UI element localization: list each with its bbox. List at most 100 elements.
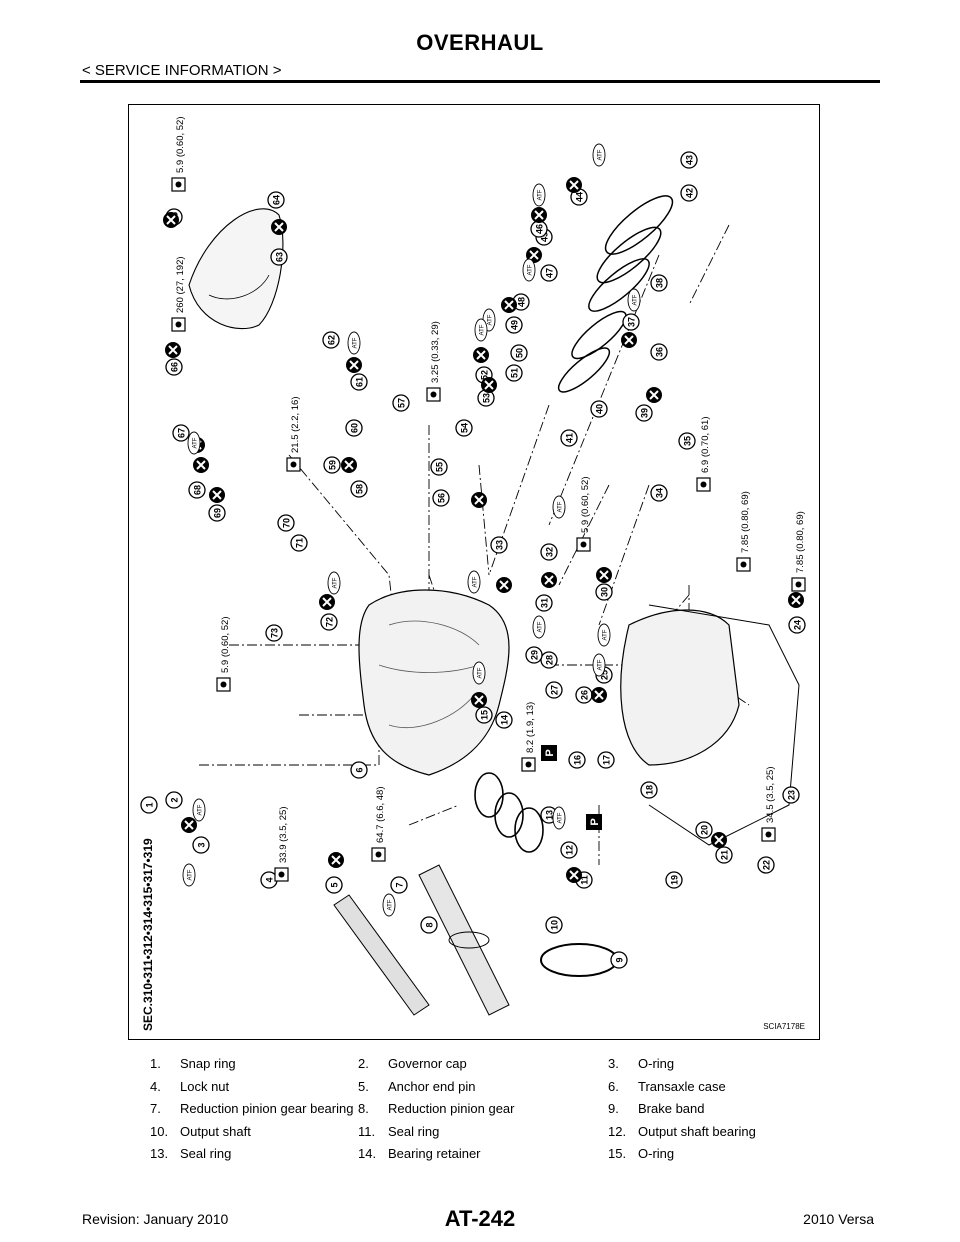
- callout-circle: [505, 364, 523, 382]
- callout-number: 68: [193, 485, 203, 495]
- callout-number: 30: [600, 587, 610, 597]
- replace-marker-cross: [569, 870, 579, 880]
- atf-symbol-label: ATF: [193, 437, 199, 448]
- callout-number: 38: [655, 278, 665, 288]
- replace-marker-cross: [504, 300, 514, 310]
- replace-marker-cross: [344, 460, 354, 470]
- legend-item: 6.Transaxle case: [608, 1078, 726, 1094]
- legend-row: 13.Seal ring 14.Bearing retainer 15.O-ri…: [150, 1146, 870, 1169]
- pinion-gear-shape: [333, 894, 430, 1016]
- callout-circle: [610, 951, 628, 969]
- atf-symbol: [627, 288, 641, 312]
- legend-item: 9.Brake band: [608, 1101, 705, 1116]
- callout-number: 37: [627, 317, 637, 327]
- callout-circle: [595, 583, 613, 601]
- legend-item: 8.Reduction pinion gear: [358, 1101, 515, 1116]
- atf-symbol-label: ATF: [538, 189, 544, 200]
- replace-marker-cross: [624, 335, 634, 345]
- callout-number: 51: [510, 368, 520, 378]
- callout-number: 63: [275, 252, 285, 262]
- seal-ring-shape: [474, 772, 504, 818]
- legend-row: 1.Snap ring 2.Governor cap 3.O-ring: [150, 1056, 870, 1079]
- callout-number: 5: [330, 882, 340, 887]
- callout-number: 46: [535, 224, 545, 234]
- callout-circle: [678, 432, 696, 450]
- callout-circle: [568, 751, 586, 769]
- torque-symbol-dot: [175, 321, 182, 328]
- callout-number: 45: [540, 232, 550, 242]
- callout-circle: [540, 543, 558, 561]
- callout-number: 10: [550, 920, 560, 930]
- torque-symbol-dot: [220, 681, 227, 688]
- callout-circle: [540, 264, 558, 282]
- callout-number: 61: [355, 377, 365, 387]
- callout-number: 42: [685, 188, 695, 198]
- legend-row: 10.Output shaft 11.Seal ring 12.Output s…: [150, 1124, 870, 1147]
- atf-symbol: [467, 570, 481, 594]
- callout-number: 15: [480, 710, 490, 720]
- leader-line: [688, 224, 730, 306]
- callout-circle: [622, 313, 640, 331]
- replace-marker-cross: [594, 690, 604, 700]
- callout-circle: [757, 856, 775, 874]
- output-shaft-shape: [418, 864, 510, 1016]
- torque-value: 8.2 (1.9, 13): [525, 702, 536, 753]
- torque-value: 260 (27, 192): [175, 256, 186, 313]
- atf-symbol-label: ATF: [473, 576, 479, 587]
- replace-marker-cross: [529, 250, 539, 260]
- callout-number: 22: [762, 860, 772, 870]
- torque-value: 5.9 (0.60, 52): [175, 116, 186, 173]
- callout-number: 17: [602, 755, 612, 765]
- torque-value: 33.9 (3.5, 25): [278, 806, 289, 863]
- callout-circle: [172, 424, 190, 442]
- callout-number: 33: [495, 540, 505, 550]
- callout-number: 26: [580, 690, 590, 700]
- callout-number: 41: [565, 433, 575, 443]
- callout-number: 35: [683, 436, 693, 446]
- atf-symbol: [474, 318, 488, 342]
- leader-line: [548, 254, 660, 526]
- torque-value: 21.5 (2.2, 16): [290, 396, 301, 453]
- callout-number: 40: [595, 404, 605, 414]
- callout-number: 67: [177, 428, 187, 438]
- torque-value: 7.85 (0.80, 69): [740, 491, 751, 553]
- leader-line: [408, 804, 460, 826]
- callout-number: 25: [600, 670, 610, 680]
- callout-number: 53: [482, 393, 492, 403]
- callout-number: 57: [397, 398, 407, 408]
- callout-circle: [788, 616, 806, 634]
- callout-number: 39: [640, 408, 650, 418]
- callout-circle: [560, 841, 578, 859]
- callout-number: 16: [573, 755, 583, 765]
- callout-number: 60: [350, 423, 360, 433]
- callout-circle: [165, 791, 183, 809]
- callout-number: 6: [355, 767, 365, 772]
- callout-circle: [490, 536, 508, 554]
- callout-number: 1: [145, 802, 155, 807]
- petroleum-jelly-label: P: [544, 749, 556, 756]
- callout-circle: [505, 316, 523, 334]
- callout-circle: [560, 429, 578, 447]
- side-cover-gasket-shape: [208, 274, 270, 300]
- replace-marker-cross: [349, 360, 359, 370]
- callout-circle: [680, 151, 698, 169]
- atf-symbol: [532, 183, 546, 207]
- atf-symbol-label: ATF: [538, 621, 544, 632]
- callout-number: 21: [720, 850, 730, 860]
- section-label: < SERVICE INFORMATION >: [82, 62, 282, 79]
- callout-number: 56: [437, 493, 447, 503]
- callout-circle: [715, 846, 733, 864]
- callout-number: 47: [545, 268, 555, 278]
- callout-number: 7: [395, 882, 405, 887]
- atf-symbol-label: ATF: [353, 337, 359, 348]
- atf-symbol: [472, 661, 486, 685]
- callout-circle: [695, 821, 713, 839]
- figure-code: SCIA7178E: [763, 1022, 805, 1031]
- replace-marker-cross: [599, 570, 609, 580]
- callout-number: 52: [480, 370, 490, 380]
- transaxle-case-shape: [358, 589, 510, 776]
- petroleum-jelly-label: P: [589, 818, 601, 825]
- page-number: AT-242: [444, 1206, 516, 1231]
